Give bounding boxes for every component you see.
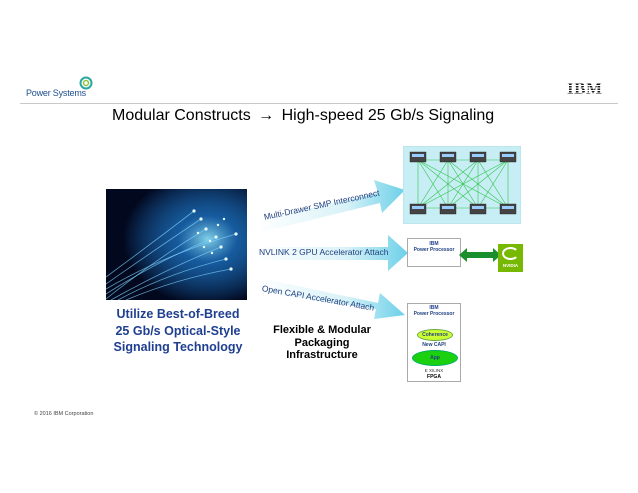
nvidia-label: NVIDIA	[502, 263, 519, 268]
nvidia-logo-icon: NVIDIA	[498, 244, 523, 272]
fiber-optic-image	[106, 189, 247, 300]
left-text-line-1: Utilize Best-of-Breed	[116, 307, 240, 321]
copyright-text: © 2016 IBM Corporation	[34, 411, 94, 417]
nvlink-power-processor-box: IBM Power Processor	[407, 238, 461, 267]
center-text-line-2: Packaging	[294, 336, 350, 349]
power-systems-logo-icon	[79, 76, 93, 90]
nvlink-processor-label: Power Processor	[413, 247, 455, 253]
title-prefix: Modular Constructs	[112, 107, 251, 124]
capi-arrow-shape	[258, 278, 405, 319]
nvlink-bidirectional-arrow-icon	[459, 248, 501, 262]
packaging-caption: Flexible & Modular Packaging Infrastruct…	[262, 324, 382, 362]
left-text-line-3: Signaling Technology	[113, 340, 243, 354]
smp-arrow-shape	[258, 180, 405, 232]
smp-interconnect-diagram	[403, 146, 521, 224]
left-text-line-2: 25 Gb/s Optical-Style	[115, 323, 241, 338]
arrows-group	[255, 180, 408, 319]
title-arrow-icon: →	[258, 107, 275, 124]
slide-title: Modular Constructs → High-speed 25 Gb/s …	[112, 107, 494, 125]
center-text-line-3: Infrastructure	[286, 349, 358, 361]
title-suffix: High-speed 25 Gb/s Signaling	[281, 107, 495, 124]
new-capi-label: New CAPI	[422, 342, 446, 348]
app-badge: App	[412, 350, 458, 366]
header-divider	[20, 103, 618, 104]
nvlink-arrow-label: NVLINK 2 GPU Accelerator Attach	[259, 247, 389, 257]
capi-ibm-label: IBM	[429, 305, 439, 311]
nvidia-eye-icon	[502, 247, 519, 260]
fpga-label: FPGA	[427, 374, 441, 380]
xilinx-label: E XILINX	[424, 368, 444, 373]
optical-signaling-caption: Utilize Best-of-Breed 25 Gb/s Optical-St…	[98, 306, 258, 356]
ibm-logo-icon: IBM	[566, 80, 604, 96]
power-systems-logo-text: Power Systems	[26, 88, 86, 98]
capi-power-processor-box: IBM Power Processor Coherence New CAPI A…	[407, 303, 461, 382]
coherence-badge: Coherence	[417, 329, 453, 341]
center-text-line-1: Flexible & Modular	[273, 324, 371, 336]
capi-processor-label: Power Processor	[413, 311, 455, 317]
nvlink-arrow-shape	[255, 235, 408, 271]
nvlink-ibm-label: IBM	[429, 241, 439, 247]
